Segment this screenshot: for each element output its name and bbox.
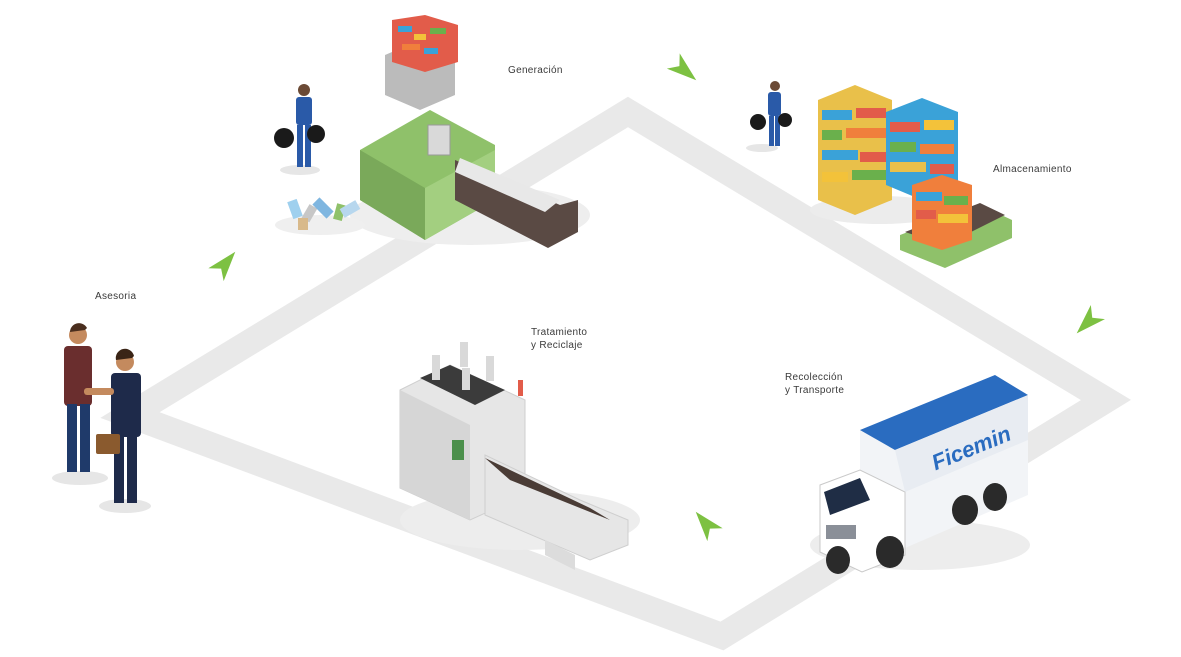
stage-label-tratamiento-line2: y Reciclaje <box>531 340 583 351</box>
arrow-icon <box>208 251 236 282</box>
stage-label-recoleccion-line1: Recolección <box>785 372 843 383</box>
arrow-icon <box>1076 305 1105 334</box>
stage-label-asesoria: Asesoria <box>95 291 137 302</box>
worker-figure <box>274 84 325 175</box>
arrow-icon <box>695 511 723 542</box>
waste-pile <box>275 197 365 235</box>
treatment-machine <box>399 342 640 570</box>
stage-label-almacenamiento: Almacenamiento <box>993 164 1072 175</box>
generation-machine <box>350 15 590 248</box>
worker-figure <box>746 81 792 152</box>
cycle-path <box>100 96 1132 651</box>
arrow-icon <box>666 53 697 81</box>
stage-label-tratamiento: Tratamiento y Reciclaje <box>531 326 587 352</box>
stage-label-generacion: Generación <box>508 65 563 76</box>
stage-label-recoleccion-line2: y Transporte <box>785 385 845 396</box>
advisors-handshake <box>52 323 151 513</box>
stage-label-tratamiento-line1: Tratamiento <box>531 327 588 338</box>
stage-label-recoleccion: Recolección y Transporte <box>785 371 844 397</box>
truck <box>810 375 1030 574</box>
storage-conveyor <box>900 175 1012 268</box>
